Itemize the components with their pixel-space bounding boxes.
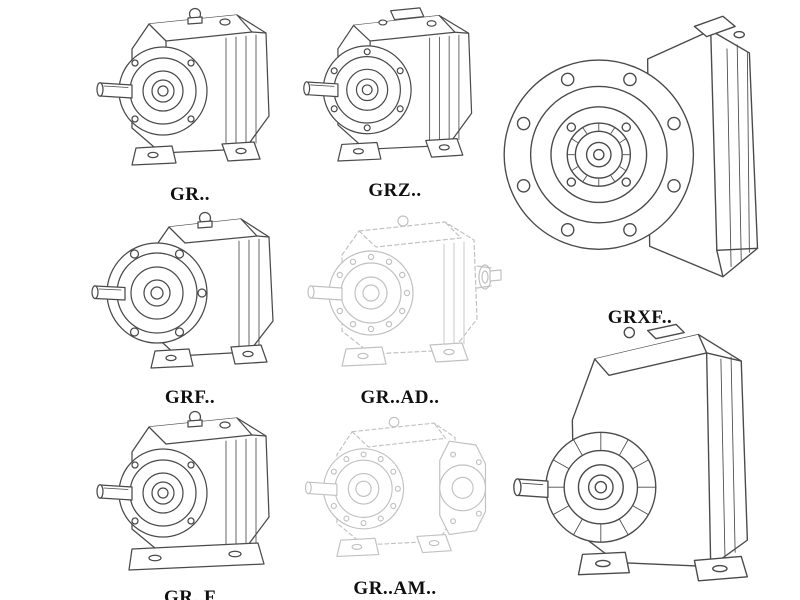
figure-gr: GR..	[85, 2, 295, 205]
figure-label-grf: GRF..	[164, 387, 216, 408]
figure-label-gr: GR..	[170, 184, 210, 205]
figure-gram: GR..AM..	[295, 405, 495, 600]
figure-grf: GRF..	[85, 205, 295, 408]
gearbox-drawing-grz	[295, 2, 495, 178]
gearbox-drawing-grxf	[495, 0, 785, 305]
gearbox-drawing-grf	[85, 205, 295, 385]
gearbox-drawing-gr	[85, 2, 295, 182]
figure-label-grad: GR..AD..	[360, 387, 440, 408]
gearbox-drawing-gram	[295, 405, 495, 576]
figure-label-grz: GRZ..	[368, 179, 422, 201]
gearbox-drawing-grad	[295, 205, 505, 385]
figure-label-grfoot: GR..F	[163, 587, 217, 600]
figure-grxf: GRXF..	[495, 0, 785, 328]
figure-label-gram: GR..AM..	[353, 578, 437, 600]
gearbox-drawing-grfoot	[85, 405, 295, 585]
figure-grz: GRZ..	[295, 2, 495, 201]
figure-grfoot: GR..F	[85, 405, 295, 600]
figure-grx: GRX..	[495, 300, 785, 598]
figure-label-grxf: GRXF..	[607, 307, 673, 329]
gearbox-drawing-grx	[495, 300, 785, 600]
figure-grad: GR..AD..	[295, 205, 505, 408]
